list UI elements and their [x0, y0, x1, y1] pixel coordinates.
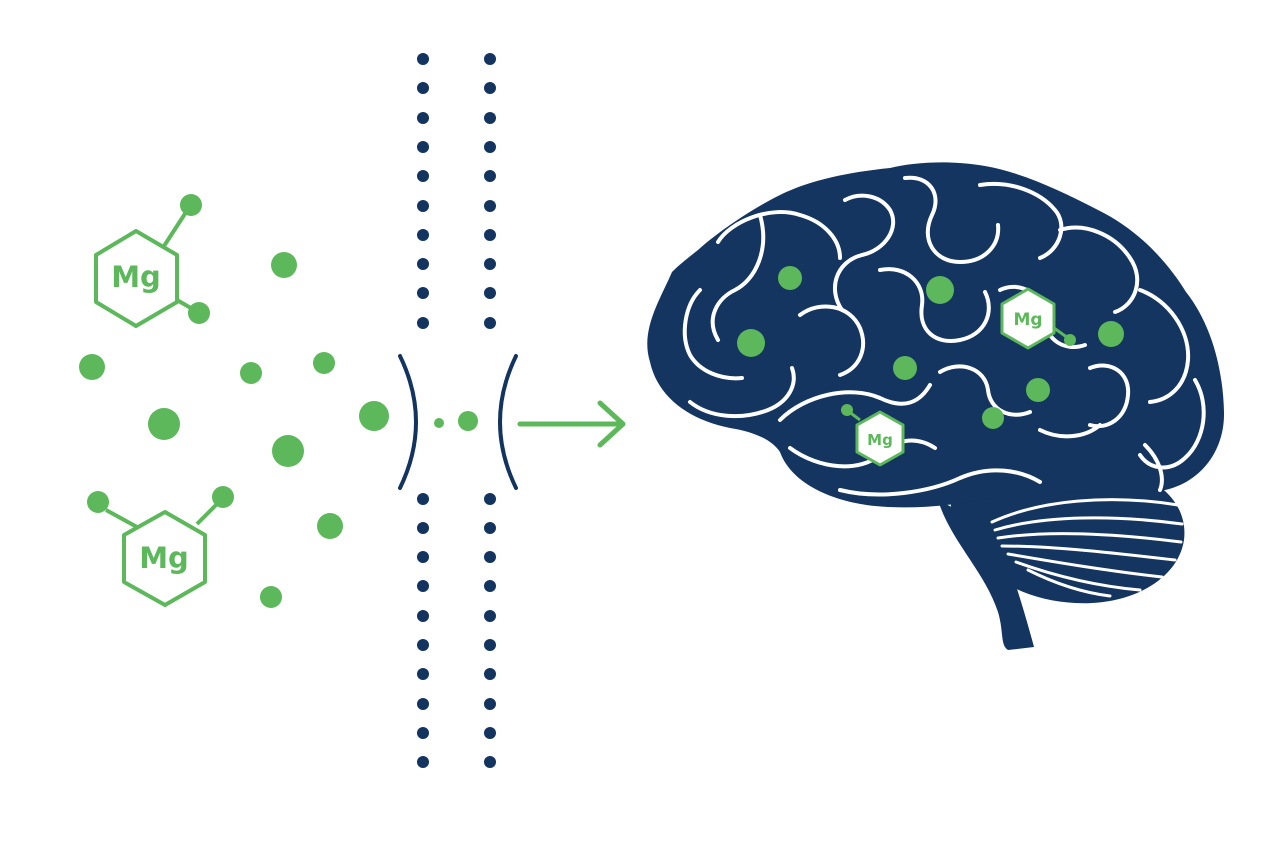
barrier-dot-right: [484, 580, 496, 592]
barrier-dot-right: [484, 668, 496, 680]
cerebrum: [647, 162, 1225, 508]
mg-ion-dot: [1098, 321, 1124, 347]
barrier-dot-left: [417, 551, 429, 563]
mg-molecule-bottom: Mg: [87, 486, 234, 607]
mg-ion-dot: [260, 586, 282, 608]
atom-dot: [841, 404, 853, 416]
barrier-dot-left: [417, 639, 429, 651]
barrier-dot-left: [417, 698, 429, 710]
mg-label: Mg: [1013, 310, 1042, 330]
barrier-dot-left: [417, 170, 429, 182]
barrier-dot-right: [484, 493, 496, 505]
mg-ion-dot: [271, 252, 297, 278]
barrier-dot-left: [417, 287, 429, 299]
atom-dot: [188, 302, 210, 324]
barrier-dot-right: [484, 229, 496, 241]
barrier-dot-left: [417, 258, 429, 270]
channel-left-wall: [398, 354, 418, 490]
mg-ion-dot: [1026, 378, 1050, 402]
barrier-dot-right: [484, 727, 496, 739]
barrier-dot-left: [417, 668, 429, 680]
barrier-dot-right: [484, 258, 496, 270]
barrier-dot-right: [484, 317, 496, 329]
barrier-dot-left: [417, 112, 429, 124]
hexagon-ring-icon: [1000, 287, 1056, 350]
hexagon-ring-icon: [855, 410, 905, 467]
brain-mg-ions: [737, 266, 1124, 429]
mg-ion-dot: [893, 356, 917, 380]
barrier-dot-right: [484, 610, 496, 622]
mg-ion-passing: [458, 411, 478, 431]
barrier-dot-right: [484, 141, 496, 153]
atom-dot: [1064, 334, 1076, 346]
atom-dot: [87, 491, 109, 513]
mg-ion-dot: [737, 329, 765, 357]
arrow-right-icon: [517, 400, 626, 448]
hexagon-ring-icon: [94, 229, 179, 328]
barrier-dot-left: [417, 141, 429, 153]
bond-line: [195, 503, 218, 526]
mg-ion-dot: [926, 276, 954, 304]
atom-dot: [212, 486, 234, 508]
mg-ion-dot: [313, 352, 335, 374]
barrier-dot-right: [484, 112, 496, 124]
barrier-dot-left: [417, 610, 429, 622]
mg-label: Mg: [139, 541, 189, 575]
mg-label: Mg: [867, 431, 893, 449]
mg-ion-dot: [778, 266, 802, 290]
barrier-dot-left: [417, 53, 429, 65]
barrier-dot-left: [417, 522, 429, 534]
barrier-channel-icon: [398, 354, 518, 490]
barrier-dot-left: [417, 229, 429, 241]
mg-molecule-brain-upper: Mg: [1000, 287, 1076, 350]
barrier-dot-right: [484, 53, 496, 65]
mg-ion-dot: [359, 401, 389, 431]
barrier-dot-right: [484, 756, 496, 768]
mg-ion-dot: [317, 513, 343, 539]
mg-ion-dot: [982, 407, 1004, 429]
mg-molecule-top: Mg: [94, 194, 210, 328]
mg-label: Mg: [111, 260, 161, 294]
barrier-dot-left: [417, 756, 429, 768]
barrier-dot-right: [484, 698, 496, 710]
mg-molecule-brain-lower: Mg: [841, 404, 905, 467]
barrier-dot-right: [484, 639, 496, 651]
barrier-dot-right: [484, 522, 496, 534]
mg-ion-dot: [79, 354, 105, 380]
barrier-dot-right: [484, 170, 496, 182]
barrier-dot-left: [417, 727, 429, 739]
atom-dot: [180, 194, 202, 216]
barrier-dot-left: [417, 82, 429, 94]
barrier-dot-left: [417, 200, 429, 212]
hexagon-ring-icon: [122, 510, 207, 607]
magnesium-ions: [79, 252, 389, 608]
barrier-dot-right: [484, 200, 496, 212]
mg-ion-passing: [434, 418, 444, 428]
cerebellum-folds: [990, 498, 1184, 598]
channel-right-wall: [498, 354, 518, 490]
bond-line: [105, 508, 138, 529]
barrier-dot-right: [484, 82, 496, 94]
barrier-dot-left: [417, 580, 429, 592]
barrier-dot-right: [484, 551, 496, 563]
mg-ion-dot: [240, 362, 262, 384]
barrier-dot-right: [484, 287, 496, 299]
barrier-dot-left: [417, 317, 429, 329]
mg-ion-dot: [272, 435, 304, 467]
barrier-dot-left: [417, 493, 429, 505]
blood-brain-barrier: [417, 53, 496, 768]
brain-icon: Mg Mg: [647, 162, 1225, 650]
mg-ion-dot: [148, 408, 180, 440]
